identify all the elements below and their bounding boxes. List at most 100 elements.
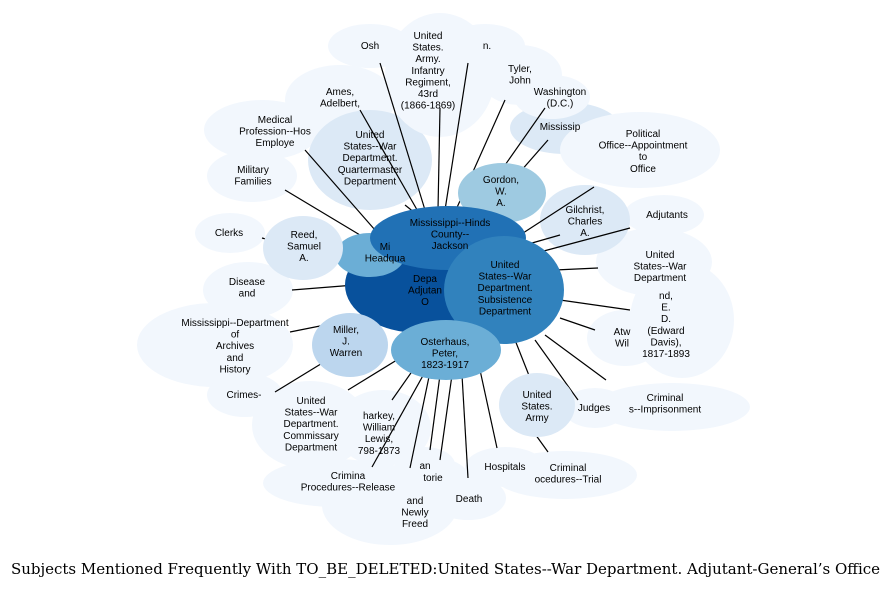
node-label-line: States--War [285, 408, 339, 419]
node-label-line: Miller, [333, 325, 359, 336]
edge-davis [559, 299, 631, 311]
node-label-line: torie [423, 473, 443, 484]
node-label-line: Adjutan [408, 286, 442, 297]
node-label-line: Military [237, 165, 269, 176]
node-label-line: States--War [634, 262, 688, 273]
node-label-line: Procedures--Release [301, 483, 396, 494]
node-label-line: Warren [330, 348, 362, 359]
node-label-line: Judges [578, 403, 610, 414]
edge-army [514, 339, 531, 379]
node-label-line: County-- [431, 230, 469, 241]
node-bubble-adjutants [624, 195, 704, 235]
edge-infantry [437, 107, 441, 211]
diagram-caption: Subjects Mentioned Frequently With TO_BE… [10, 560, 881, 578]
node-label-line: Crimina [331, 471, 366, 482]
node-label-line: (1866-1869) [401, 101, 455, 112]
node-bubbles-top [263, 163, 575, 437]
node-label-line: Freed [402, 519, 428, 530]
node-label-mississippi: Mississip [540, 122, 581, 133]
node-label-osh: Osh [361, 41, 379, 52]
node-bubble-subsistence [444, 236, 564, 344]
node-label-osterhaus: Osterhaus,Peter,1823-1917 [421, 337, 470, 371]
node-label-line: Department [285, 442, 337, 453]
node-label-line: States--War [344, 142, 398, 153]
node-label-line: Department [344, 176, 396, 187]
node-label-line: harkey, [363, 411, 395, 422]
node-label-line: Employe [256, 138, 295, 149]
node-label-line: 798-1873 [358, 446, 401, 457]
node-label-line: Political [626, 129, 660, 140]
node-label-line: Lewis, [365, 434, 393, 445]
node-label-line: an [419, 461, 430, 472]
node-label-line: Department [634, 273, 686, 284]
node-label-line: Gordon, [483, 175, 519, 186]
node-label-line: Mississippi--Hinds [410, 218, 491, 229]
node-label-line: States--War [479, 272, 533, 283]
node-label-line: and [239, 289, 256, 300]
node-label-washington: Washington(D.C.) [534, 87, 586, 110]
node-label-line: A. [580, 228, 589, 239]
node-bubble-quartermaster [308, 110, 432, 210]
edge-political [519, 186, 595, 236]
node-label-line: E. [661, 303, 670, 314]
node-label-death: Death [456, 494, 483, 505]
node-label-line: Reed, [291, 230, 318, 241]
node-label-line: Newly [401, 508, 428, 519]
node-label-line: to [639, 152, 648, 163]
edge-atwood [559, 317, 596, 331]
node-label-line: Osterhaus, [421, 337, 470, 348]
node-label-adjutants: Adjutants [646, 210, 688, 221]
node-bubble-infantry [385, 13, 495, 137]
node-label-line: United [523, 390, 552, 401]
node-label-line: Hospitals [484, 462, 525, 473]
node-label-line: Wil [615, 339, 629, 350]
node-label-judges: Judges [578, 403, 610, 414]
edge-osh [379, 62, 426, 211]
node-label-line: (D.C.) [547, 99, 574, 110]
node-label-line: Clerks [215, 228, 243, 239]
edge-disease [291, 284, 356, 291]
node-label-line: Families [234, 177, 271, 188]
edge-torie [439, 374, 453, 461]
node-label-line: Army. [415, 54, 440, 65]
node-bubble-gordon [458, 163, 546, 223]
node-label-line: D. [661, 314, 671, 325]
node-bubble-political [560, 112, 720, 188]
node-label-line: and [227, 353, 244, 364]
node-label-line: of [231, 330, 240, 341]
node-label-line: Crimes- [227, 390, 262, 401]
node-label-gordon: Gordon,W.A. [483, 175, 519, 209]
node-label-line: Commissary [283, 431, 339, 442]
node-bubble-army [499, 373, 575, 437]
node-label-line: Profession--Hos [239, 127, 311, 138]
node-label-line: United [356, 130, 385, 141]
node-label-line: 1823-1917 [421, 360, 469, 371]
node-label-line: Archives [216, 341, 254, 352]
node-label-line: Mi [380, 242, 391, 253]
node-label-line: s--Imprisonment [629, 405, 701, 416]
node-bubble-miller [312, 313, 388, 377]
node-bubble-atwood [587, 310, 663, 366]
node-label-line: Office [630, 164, 656, 175]
node-label-miller: Miller,J.Warren [330, 325, 362, 359]
node-label-line: Mississippi--Department [181, 318, 288, 329]
node-label-line: United [297, 396, 326, 407]
node-label-line: Samuel [287, 242, 321, 253]
node-label-line: Charles [568, 217, 602, 228]
node-label-line: 43rd [418, 89, 438, 100]
node-label-line: Davis), [650, 337, 681, 348]
